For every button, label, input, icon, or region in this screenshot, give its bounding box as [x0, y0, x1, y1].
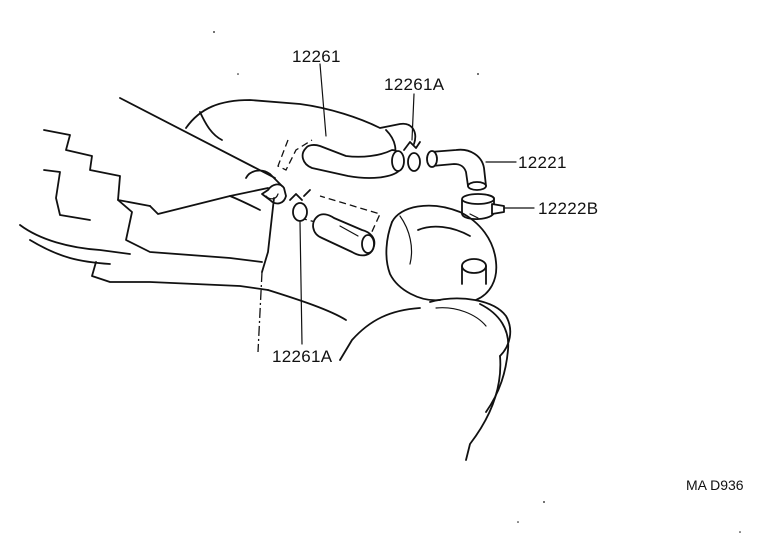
- leader-lines: [299, 63, 535, 345]
- figure-code: MA D936: [686, 477, 744, 493]
- air-intake-duct-drawing: [339, 204, 512, 461]
- label-12261a-upper: 12261A: [384, 75, 445, 94]
- upper-clip-part: [403, 141, 421, 172]
- label-12261: 12261: [292, 47, 341, 66]
- label-12221: 12221: [518, 153, 567, 172]
- intake-manifold-drawing: [19, 97, 417, 353]
- scan-specks: [213, 31, 741, 533]
- lower-clip-part: [289, 189, 311, 222]
- upper-hose-part: [301, 144, 405, 179]
- hose-clamp-part: [461, 193, 505, 220]
- label-12261a-lower: 12261A: [272, 347, 333, 366]
- lower-hose-part: [312, 213, 376, 257]
- elbow-pipe-part: [426, 148, 487, 191]
- label-12222b: 12222B: [538, 199, 598, 218]
